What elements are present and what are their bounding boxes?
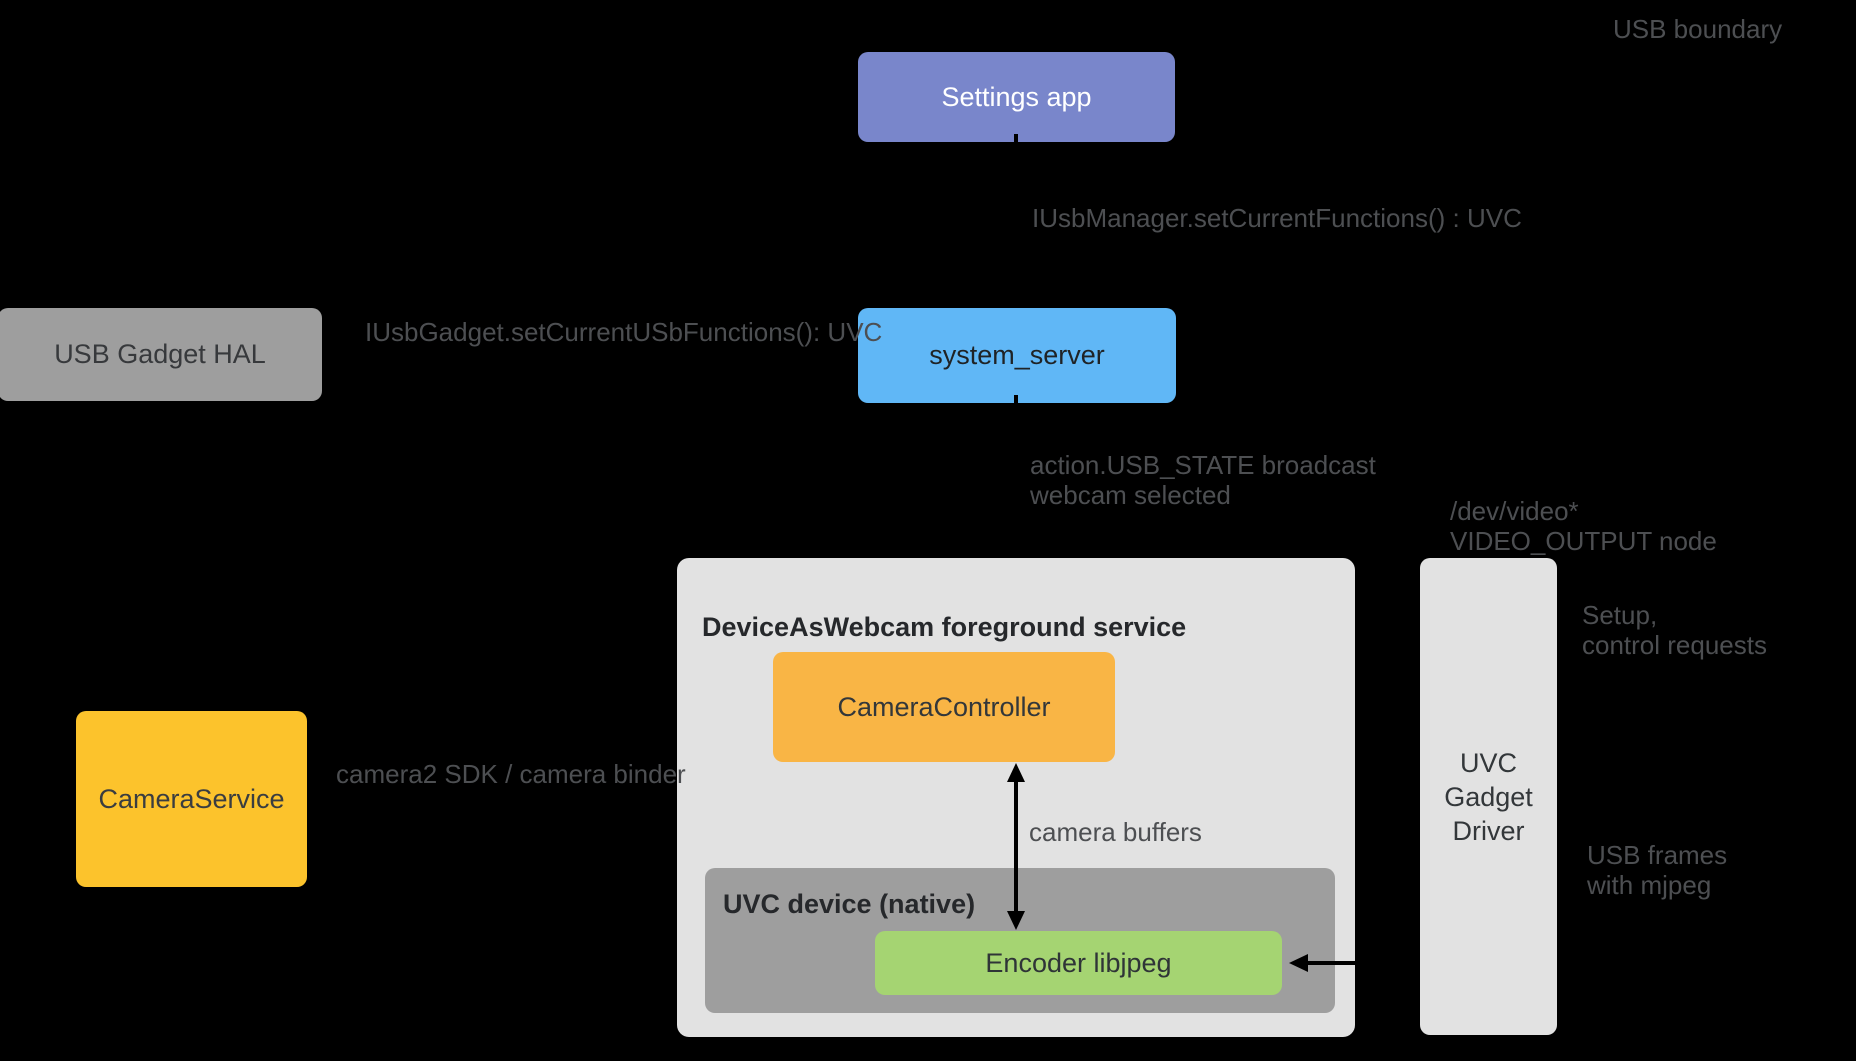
uvc-gadget-driver-label-line1: UVC [1459,747,1517,778]
settings-app-label: Settings app [941,81,1092,112]
dev-video-line2: VIDEO_OUTPUT node [1450,526,1717,556]
arrow-settings-to-systemserver [1007,134,1025,307]
iusbmanager-call-label: IUsbManager.setCurrentFunctions() : UVC [1032,203,1522,233]
usb-frames-line1: USB frames [1587,840,1728,870]
encoder-libjpeg-node: Encoder libjpeg [875,931,1282,995]
uvc-gadget-driver-label-line2: Gadget [1444,781,1533,812]
iusbgadget-call-label: IUsbGadget.setCurrentUSbFunctions(): UVC [365,317,883,347]
system-server-node: system_server [858,308,1176,403]
camera-controller-label: CameraController [837,691,1051,722]
setup-line2: control requests [1582,630,1767,660]
action-usb-state-line1: action.USB_STATE broadcast [1030,450,1376,480]
camera-service-node: CameraService [76,711,307,887]
usb-gadget-hal-label: USB Gadget HAL [54,339,266,369]
uvc-gadget-driver-node: UVC Gadget Driver [1420,558,1557,1035]
uvc-gadget-driver-label-line3: Driver [1452,815,1525,846]
camera-buffers-label: camera buffers [1029,817,1202,847]
usb-boundary-label: USB boundary [1613,14,1783,44]
camera-controller-node: CameraController [773,652,1115,762]
system-server-label: system_server [929,340,1105,370]
settings-app-node: Settings app [858,52,1175,142]
action-usb-state-label: action.USB_STATE broadcast webcam select… [1030,450,1376,510]
deviceaswebcam-service-title: DeviceAsWebcam foreground service [702,612,1187,642]
usb-gadget-hal-node: USB Gadget HAL [0,308,322,401]
setup-control-requests-label: Setup, control requests [1582,600,1767,660]
usb-frames-line2: with mjpeg [1587,870,1712,900]
uvc-device-native-title: UVC device (native) [723,889,976,919]
dev-video-node-label: /dev/video* VIDEO_OUTPUT node [1450,496,1717,556]
encoder-libjpeg-label: Encoder libjpeg [985,947,1172,978]
usb-frames-mjpeg-label: USB frames with mjpeg [1587,840,1727,900]
setup-line1: Setup, [1582,600,1658,630]
dev-video-line1: /dev/video* [1450,496,1579,526]
action-usb-state-line2: webcam selected [1030,480,1231,510]
camera-service-label: CameraService [98,783,285,814]
camera2-sdk-binder-label: camera2 SDK / camera binder [336,759,686,789]
arrow-systemserver-to-service [1007,395,1025,557]
